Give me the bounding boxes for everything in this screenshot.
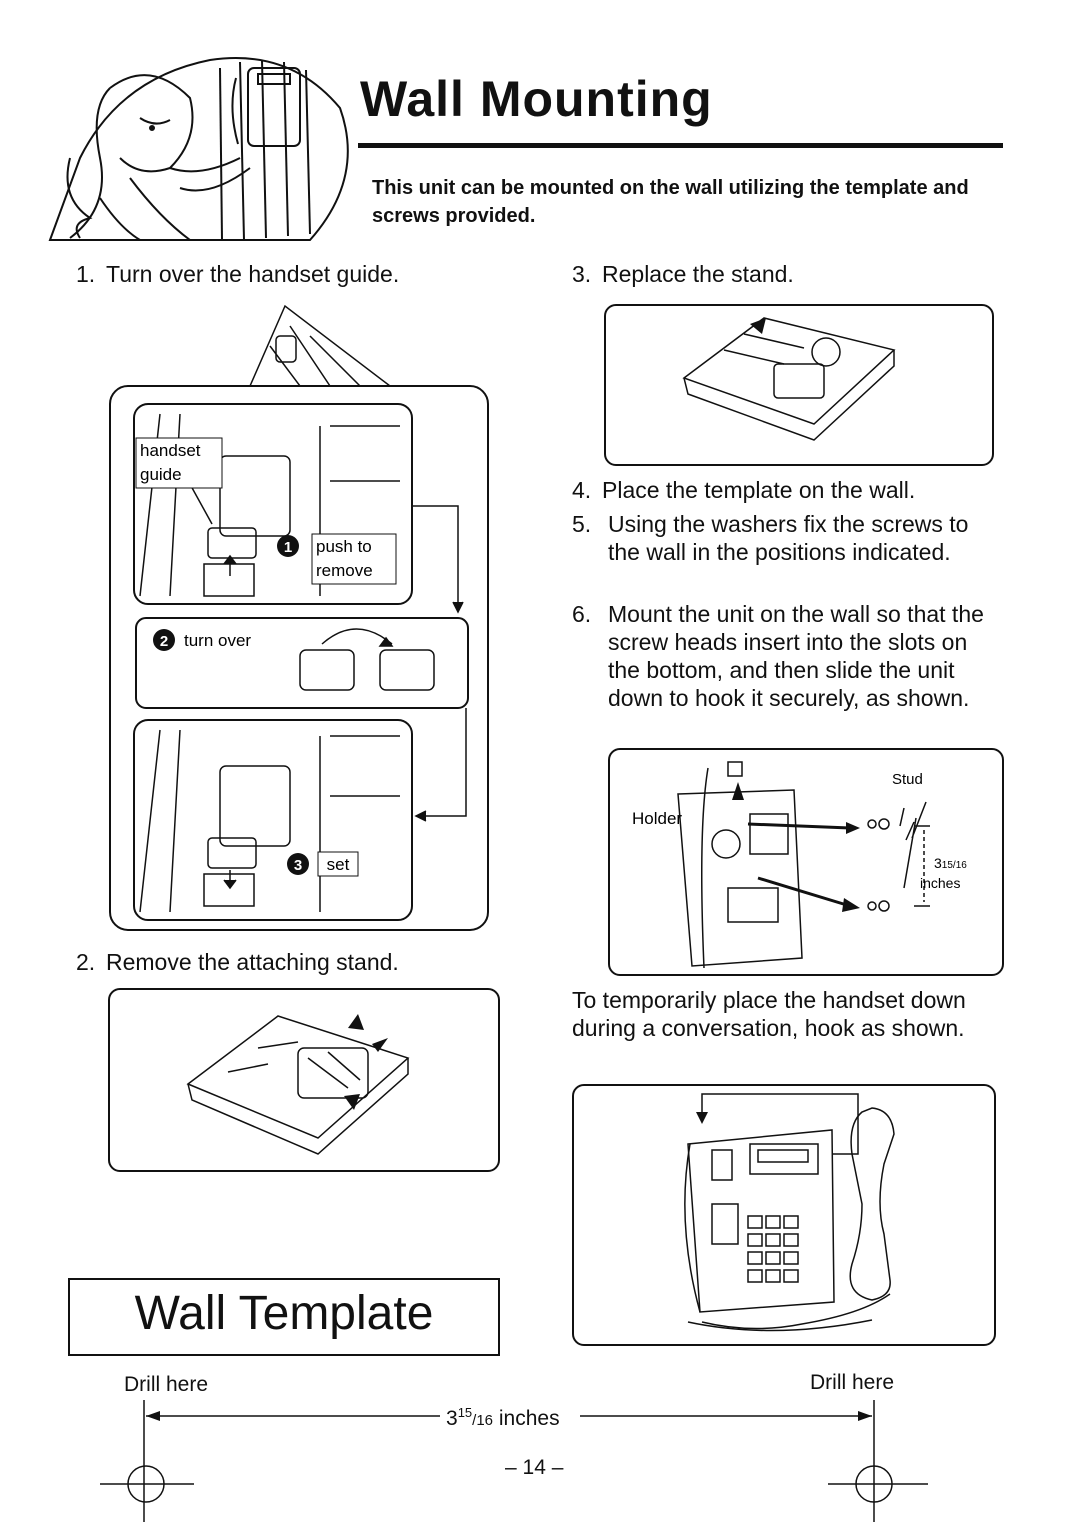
page-title: Wall Mounting — [360, 71, 713, 127]
step-text: Using the washers fix the screws to the … — [608, 511, 969, 565]
label-guide: guide — [140, 465, 182, 484]
step-text: Turn over the handset guide. — [106, 261, 400, 287]
template-dimension-label: 315/16 inches — [446, 1405, 560, 1431]
handset-hook-illustration — [684, 1093, 895, 1332]
step-text: Place the template on the wall. — [602, 477, 916, 503]
step-text: Mount the unit on the wall so that the s… — [608, 601, 984, 711]
mount-dimension: 315/16 — [934, 855, 967, 871]
mount-dim-frac: 15/16 — [942, 860, 967, 871]
label-handset: handset — [140, 441, 201, 460]
step-text: Replace the stand. — [602, 261, 794, 287]
page-number: – 14 – — [505, 1456, 564, 1479]
mount-dim-num: 3 — [934, 855, 942, 871]
drill-here-left: Drill here — [124, 1373, 209, 1396]
dimension-unit: inches — [498, 1407, 560, 1430]
step-number: 5. — [572, 511, 592, 537]
label-turn-over: turn over — [184, 631, 251, 650]
dimension-number: 3 — [446, 1407, 458, 1430]
title-rule — [358, 143, 1003, 148]
handset-hook-figure-frame — [572, 1084, 996, 1346]
step-6: 6. Mount the unit on the wall so that the… — [572, 600, 1002, 712]
replace-stand-illustration — [682, 317, 896, 441]
wall-mount-figure-frame — [608, 748, 1004, 976]
handset-guide-figure: handset guide 1 push to remove 2 turn ov… — [109, 304, 489, 931]
template-dimension-line — [100, 1400, 928, 1522]
step-3: 3. Replace the stand. — [572, 260, 1012, 288]
wall-template-title: Wall Template — [134, 1287, 434, 1340]
step-number: 4. — [572, 477, 592, 503]
intro-text: This unit can be mounted on the wall uti… — [372, 177, 969, 227]
dimension-sub: /16 — [472, 1412, 494, 1429]
label-set: set — [327, 855, 350, 874]
badge-1: 1 — [284, 539, 292, 556]
step-number: 1. — [76, 261, 96, 287]
dimension-sup: 15 — [457, 1405, 473, 1420]
step-2: 2. Remove the attaching stand. — [76, 948, 496, 976]
mount-dim-unit: inches — [920, 875, 960, 891]
label-holder: Holder — [632, 809, 682, 828]
step-number: 2. — [76, 949, 96, 975]
step-text: Remove the attaching stand. — [106, 949, 399, 975]
wall-mount-illustration: Holder Stud 315/16 inches — [632, 761, 967, 969]
step-1: 1. Turn over the handset guide. — [76, 260, 496, 288]
label-push: push to — [316, 537, 372, 556]
badge-3: 3 — [294, 857, 302, 874]
remove-stand-figure-frame — [108, 988, 500, 1172]
step-4: 4. Place the template on the wall. — [572, 476, 1012, 504]
remove-stand-illustration — [186, 1014, 410, 1155]
drill-here-right: Drill here — [810, 1371, 895, 1394]
step-5: 5. Using the washers fix the screws to th… — [572, 510, 1002, 566]
step-number: 3. — [572, 261, 592, 287]
handset-note: To temporarily place the handset down du… — [572, 987, 966, 1041]
step-number: 6. — [572, 601, 592, 627]
label-remove: remove — [316, 561, 373, 580]
label-stud: Stud — [892, 771, 923, 788]
wall-template-box — [68, 1278, 500, 1356]
replace-stand-figure-frame — [604, 304, 994, 466]
badge-2: 2 — [160, 633, 168, 650]
woman-mounting-phone-illustration — [48, 57, 349, 241]
